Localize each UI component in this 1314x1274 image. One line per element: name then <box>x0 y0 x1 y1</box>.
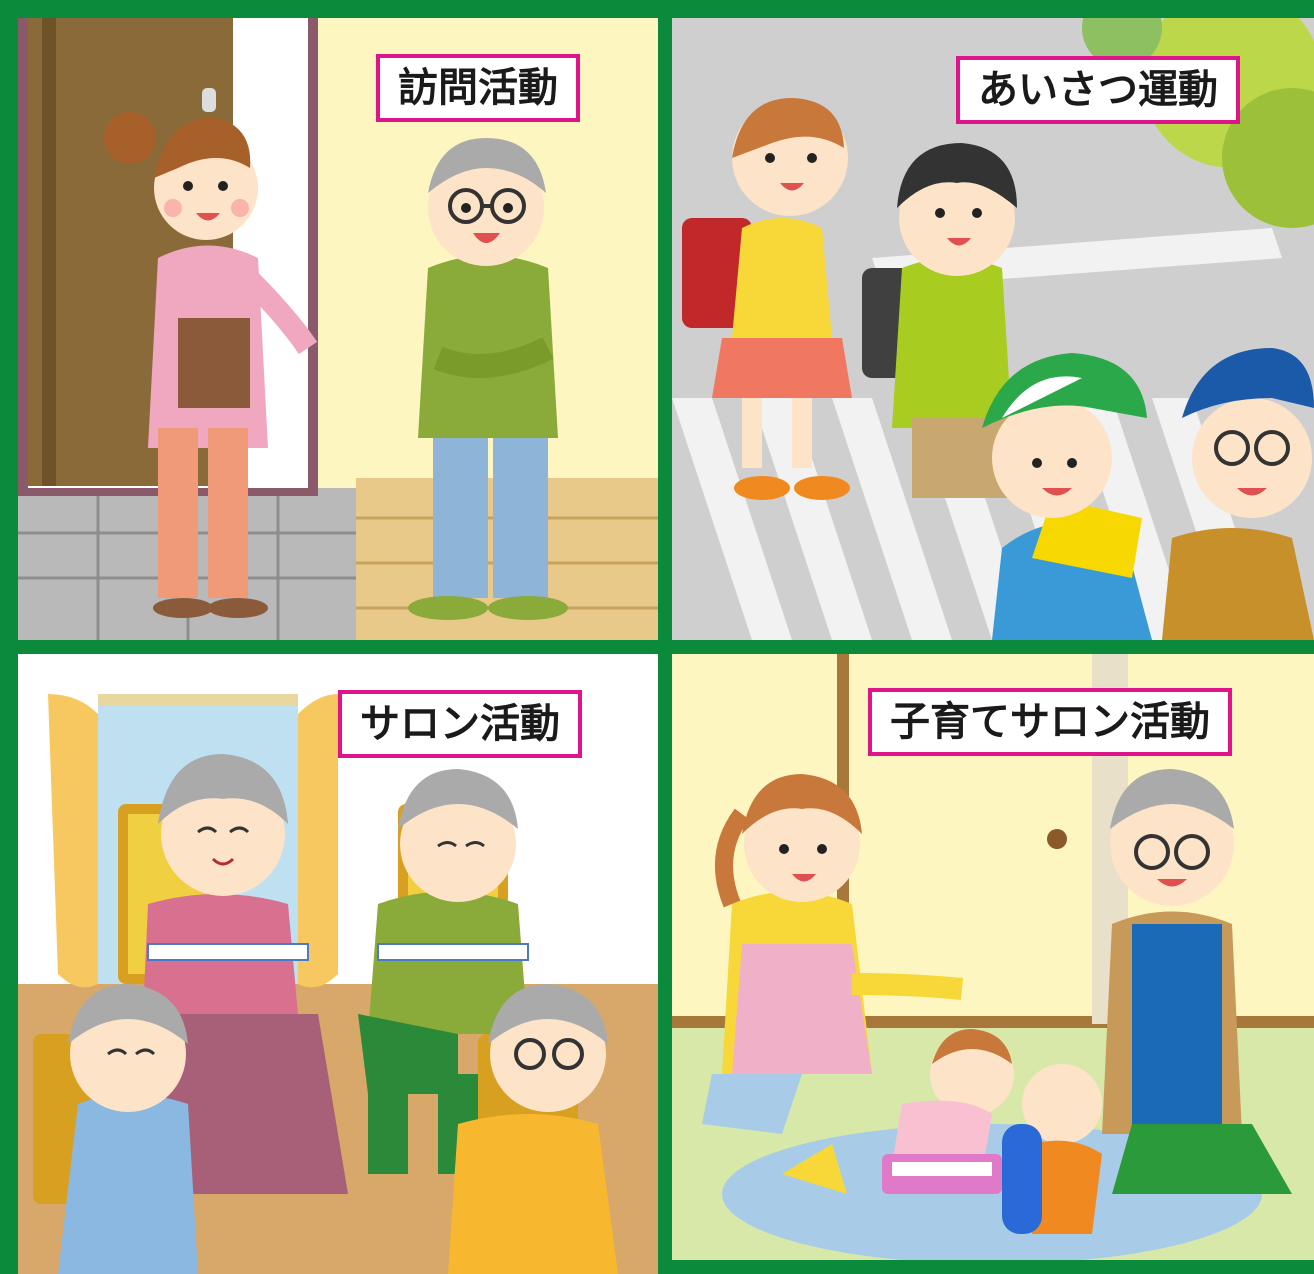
greeting-scene <box>672 18 1314 640</box>
label-salon: サロン活動 <box>338 690 582 758</box>
label-childcare-salon: 子育てサロン活動 <box>868 688 1232 756</box>
childcare-salon-scene <box>672 654 1314 1260</box>
panel-childcare-salon: 子育てサロン活動 <box>672 654 1314 1260</box>
label-greeting: あいさつ運動 <box>956 56 1240 124</box>
panel-salon: サロン活動 <box>18 654 658 1274</box>
panel-greeting: あいさつ運動 <box>672 18 1314 640</box>
label-visiting: 訪問活動 <box>376 54 580 122</box>
panel-visiting: 訪問活動 <box>18 18 658 640</box>
